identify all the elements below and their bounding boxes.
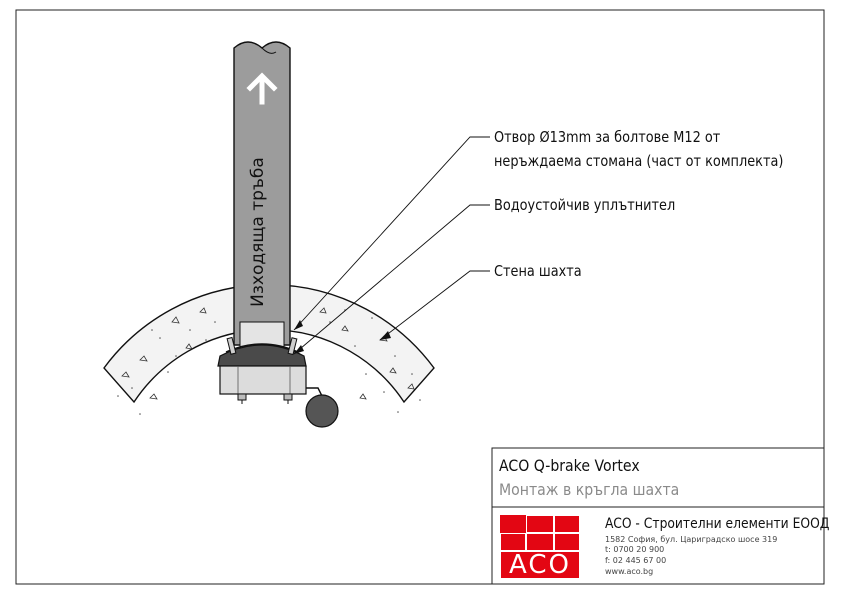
label-bolt-hole: Отвор Ø13mm за болтове M12 от — [494, 128, 721, 146]
aco-logo-text: ACO — [509, 550, 571, 580]
aco-logo: ACO — [500, 515, 580, 579]
drawing-subtitle: Монтаж в кръгла шахта — [499, 480, 680, 499]
body-fittings — [237, 393, 293, 404]
label-seal: Водоустойчив уплътнител — [494, 196, 676, 214]
leader-arrowheads — [294, 320, 391, 354]
company-fax: f: 02 445 67 00 — [605, 556, 667, 565]
float-ball — [305, 394, 339, 428]
pipe-break-line — [261, 47, 277, 54]
company-name: ACO - Строителни елементи ЕООД — [605, 516, 830, 532]
label-outlet-pipe: Изходяща тръба — [248, 157, 268, 307]
company-phone: t: 0700 20 900 — [605, 545, 665, 554]
company-address: 1582 София, бул. Цариградско шосе 319 — [605, 535, 778, 544]
drawing-title: ACO Q-brake Vortex — [499, 456, 640, 475]
bolt-left — [226, 336, 237, 355]
sheet-frame — [15, 9, 825, 585]
up-arrow-icon — [246, 72, 278, 105]
bolt-right — [287, 337, 298, 356]
concrete-dots — [117, 309, 421, 415]
float-arm — [306, 387, 323, 397]
leader-lines — [293, 136, 490, 355]
label-shaft-wall: Стена шахта — [494, 262, 582, 280]
shaft-wall — [103, 284, 435, 404]
vortex-body — [219, 365, 307, 395]
label-bolt-hole-line2: неръждаема стомана (част от комплекта) — [494, 152, 784, 170]
concrete-aggregate — [121, 307, 415, 400]
company-website: www.aco.bg — [605, 567, 654, 576]
